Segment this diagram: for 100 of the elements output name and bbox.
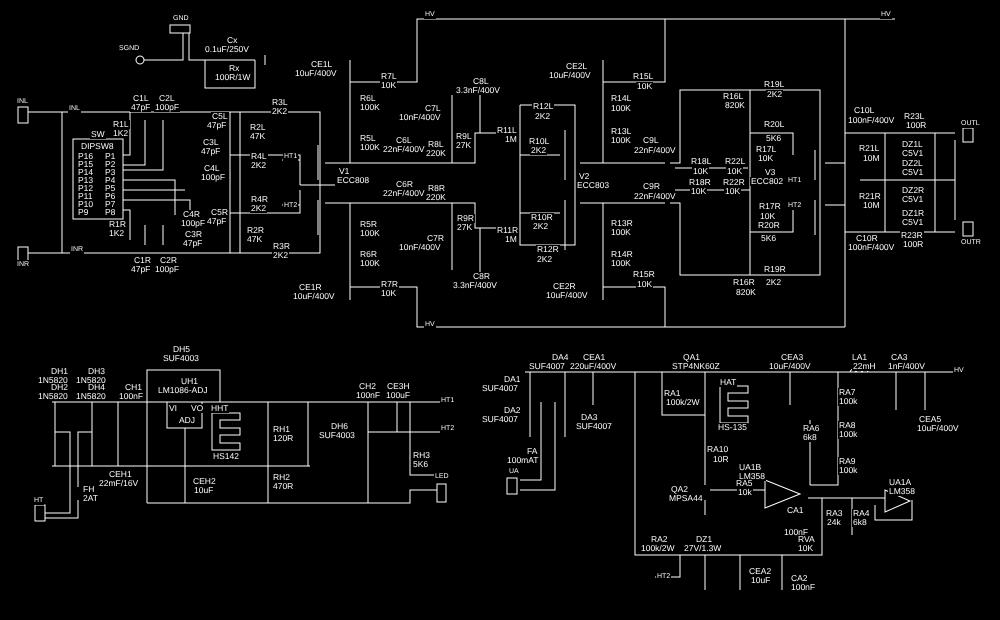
pin-label: ADJ bbox=[178, 416, 196, 425]
value-label: 1N5820 bbox=[75, 392, 107, 401]
reference-label: R5R bbox=[359, 220, 378, 229]
value-label: 100mAT bbox=[506, 456, 540, 465]
reference-label: R4R bbox=[250, 195, 270, 204]
reference-label: R4L bbox=[250, 152, 268, 161]
reference-label: C1R bbox=[133, 256, 152, 265]
reference-label: RVA bbox=[797, 535, 816, 544]
reference-label: RH2 bbox=[272, 473, 292, 482]
value-label: 22nF/400V bbox=[382, 189, 426, 198]
reference-label: R15R bbox=[632, 270, 656, 279]
reference-label: R19R bbox=[763, 265, 787, 274]
value-label: SUF4007 bbox=[481, 415, 519, 424]
value-label: 47pF bbox=[206, 121, 228, 130]
reference-label: R22L bbox=[724, 157, 746, 166]
reference-label: C10R bbox=[855, 234, 879, 243]
value-label: 10uF bbox=[750, 576, 772, 585]
value-label: 2K2 bbox=[271, 107, 288, 116]
value-label: 100k bbox=[838, 397, 858, 406]
reference-label: Rx bbox=[228, 64, 240, 73]
value-label: C5V1 bbox=[901, 168, 924, 177]
reference-label: R20L bbox=[763, 120, 786, 129]
value-label: DIPSW8 bbox=[80, 142, 115, 151]
value-label: HS142 bbox=[212, 452, 240, 461]
reference-label: R23L bbox=[903, 112, 926, 121]
value-label: SUF4003 bbox=[162, 354, 200, 363]
value-label: 100k/2W bbox=[665, 398, 701, 407]
reference-label: CE1R bbox=[298, 283, 323, 292]
value-label: 100R bbox=[905, 121, 928, 130]
reference-label: CA2 bbox=[790, 574, 809, 583]
reference-label: DA4 bbox=[551, 353, 570, 362]
reference-label: FH bbox=[82, 485, 96, 494]
reference-label: CEH2 bbox=[192, 477, 217, 486]
reference-label: UA1A bbox=[888, 478, 912, 487]
reference-label: RA3 bbox=[825, 509, 844, 518]
reference-label: C5L bbox=[211, 112, 229, 121]
value-label: 2K2 bbox=[536, 255, 554, 264]
reference-label: DA3 bbox=[580, 413, 599, 422]
value-label: 10k bbox=[737, 488, 753, 497]
value-label: 10uF/400V bbox=[545, 291, 589, 300]
reference-label: RH1 bbox=[272, 425, 292, 434]
value-label: 24k bbox=[826, 518, 842, 527]
reference-label: R10L bbox=[528, 137, 550, 146]
value-label: SUF4007 bbox=[528, 362, 566, 371]
value-label: 100K bbox=[610, 104, 632, 113]
value-label: 10nF/400V bbox=[398, 243, 442, 252]
reference-label: RA10 bbox=[706, 445, 730, 454]
reference-label: R8R bbox=[427, 184, 446, 193]
value-label: 220K bbox=[425, 193, 447, 202]
value-label: 820K bbox=[724, 101, 746, 110]
reference-label: R18L bbox=[690, 157, 712, 166]
value-label: 10K bbox=[380, 81, 398, 90]
reference-label: R7R bbox=[380, 280, 400, 289]
reference-label: DZ2L bbox=[901, 159, 924, 168]
reference-label: RA1 bbox=[663, 389, 682, 398]
value-label: 100nF bbox=[790, 583, 816, 592]
reference-label: V1 bbox=[338, 167, 350, 176]
value-label: 10K bbox=[636, 280, 654, 289]
value-label: 2K2 bbox=[765, 278, 782, 287]
value-label: 100K bbox=[359, 103, 381, 112]
value-label: 2K2 bbox=[530, 146, 548, 155]
value-label: 2K2 bbox=[534, 112, 552, 121]
value-label: MPSA44 bbox=[668, 494, 704, 503]
reference-label: C4R bbox=[182, 210, 202, 219]
reference-label: R1R bbox=[108, 220, 128, 229]
value-label: 100pF bbox=[180, 219, 206, 228]
value-label: 100K bbox=[610, 259, 632, 268]
value-label: 10K bbox=[690, 187, 708, 196]
value-label: 47K bbox=[246, 235, 264, 244]
reference-label: C2R bbox=[159, 256, 178, 265]
value-label: 100pF bbox=[200, 173, 226, 182]
reference-label: C7L bbox=[424, 104, 442, 113]
reference-label: RA4 bbox=[852, 509, 871, 518]
value-label: 120R bbox=[272, 434, 294, 443]
reference-label: C6L bbox=[395, 136, 413, 145]
reference-label: RA2 bbox=[650, 535, 669, 544]
reference-label: R12R bbox=[536, 245, 560, 254]
reference-label: R23R bbox=[900, 231, 924, 240]
value-label: 27V/1.3W bbox=[683, 544, 722, 553]
value-label: 27K bbox=[456, 223, 474, 232]
reference-label: R20R bbox=[757, 221, 781, 230]
reference-label: HAT bbox=[719, 378, 738, 387]
reference-label: CH1 bbox=[124, 383, 144, 392]
value-label: 100nF bbox=[118, 392, 144, 401]
reference-label: C5R bbox=[210, 208, 230, 217]
value-label: 27K bbox=[455, 141, 472, 150]
value-label: SUF4007 bbox=[481, 384, 519, 393]
reference-label: C9L bbox=[642, 136, 660, 145]
value-label: 2AT bbox=[82, 494, 99, 503]
reference-label: DZ1 bbox=[695, 535, 714, 544]
value-label: 100K bbox=[359, 229, 381, 238]
value-label: 10uF/400V bbox=[548, 71, 592, 80]
value-label: 10R bbox=[712, 455, 730, 464]
value-label: 2K2 bbox=[250, 204, 268, 213]
value-label: 47pF bbox=[200, 147, 222, 156]
reference-label: SW bbox=[90, 130, 106, 139]
reference-label: HHT bbox=[210, 404, 230, 413]
reference-label: V3 bbox=[764, 168, 776, 177]
value-label: 5K6 bbox=[760, 234, 778, 243]
value-label: 10K bbox=[726, 167, 744, 176]
